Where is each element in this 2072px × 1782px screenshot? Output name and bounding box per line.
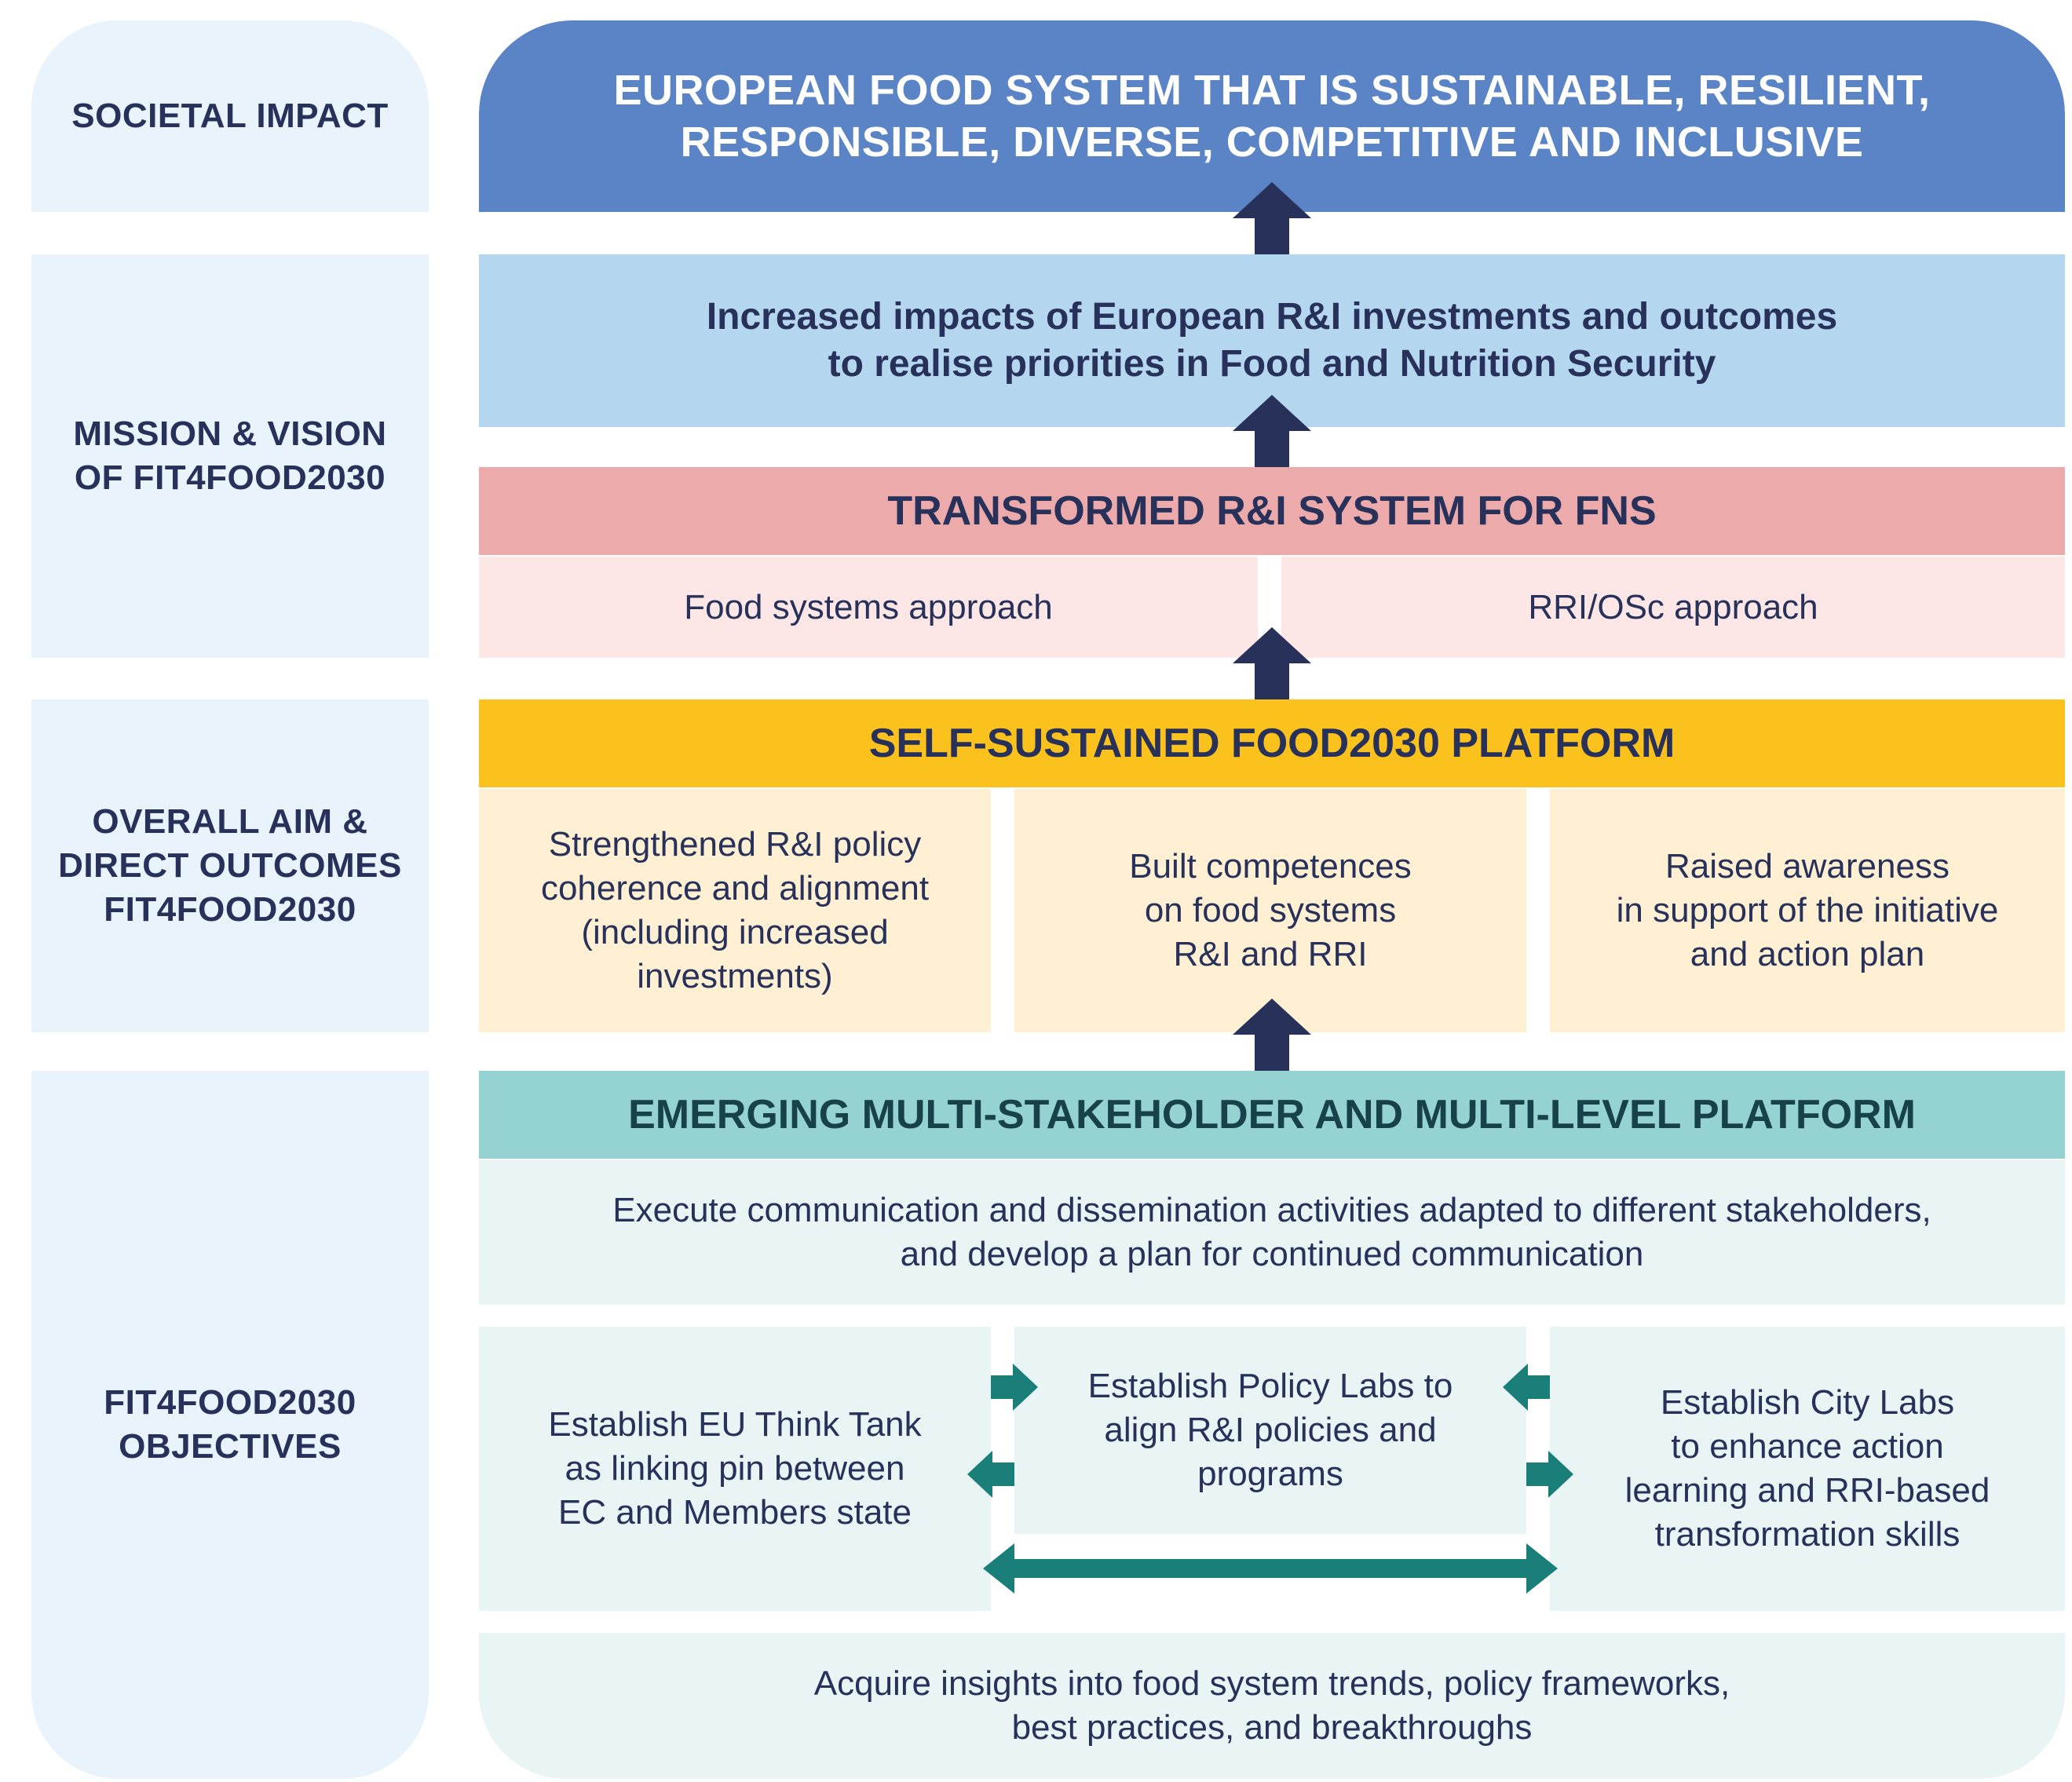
side-label-line: FIT4FOOD2030 [104,1383,356,1422]
outcome-line: R&I and RRI [1173,935,1368,973]
side-label-line: DIRECT OUTCOMES [58,846,402,885]
right-arrow-icon [991,1364,1038,1411]
up-arrow-icon [1233,999,1311,1071]
outcome-line: Built competences [1129,847,1412,886]
acquire-line: best practices, and breakthroughs [1011,1708,1533,1747]
city-labs-line: learning and RRI-based [1624,1471,1990,1510]
outcome-line: and action plan [1690,935,1925,973]
left-arrow-icon [967,1451,1014,1498]
policy-labs-objective-box: Establish Policy Labs to align R&I polic… [1014,1327,1526,1534]
think-tank-line: EC and Members state [558,1493,912,1532]
food-systems-approach-label: Food systems approach [684,587,1053,626]
outcome-policy-coherence: Strengthened R&I policy coherence and al… [479,789,991,1032]
up-arrow-icon [1233,395,1311,467]
outcome-line: on food systems [1144,891,1397,929]
side-label-line: OVERALL AIM & [92,802,368,841]
platform-title: SELF-SUSTAINED FOOD2030 PLATFORM [868,721,1676,766]
outcome-line: Strengthened R&I policy [548,825,922,864]
communication-objective-box: Execute communication and dissemination … [479,1160,2065,1305]
policy-labs-line: Establish Policy Labs to [1087,1367,1453,1405]
policy-labs-line: programs [1197,1455,1343,1493]
mission-box: Increased impacts of European R&I invest… [479,254,2065,427]
side-label-line: OBJECTIVES [119,1427,342,1466]
outcome-line: investments) [637,957,833,995]
impact-line: EUROPEAN FOOD SYSTEM THAT IS SUSTAINABLE… [613,67,1931,114]
up-arrow-icon [1233,627,1311,699]
policy-labs-line: align R&I policies and [1104,1411,1437,1449]
acquire-line: Acquire insights into food system trends… [813,1664,1730,1703]
execute-line: Execute communication and dissemination … [612,1191,1931,1229]
double-arrow-icon [983,1543,1558,1594]
emerging-platform-header: EMERGING MULTI-STAKEHOLDER AND MULTI-LEV… [479,1071,2065,1159]
emerging-title: EMERGING MULTI-STAKEHOLDER AND MULTI-LEV… [628,1092,1916,1137]
outcome-line: in support of the initiative [1616,891,1999,929]
think-tank-line: Establish EU Think Tank [548,1405,922,1444]
left-arrow-icon [1503,1364,1550,1411]
outcome-line: Raised awareness [1665,847,1950,886]
insights-objective-box: Acquire insights into food system trends… [479,1633,2065,1779]
side-label-line: FIT4FOOD2030 [104,890,356,929]
side-label-line: SOCIETAL IMPACT [71,97,389,135]
side-label-line: MISSION & VISION [73,414,387,453]
rri-osc-approach-label: RRI/OSc approach [1528,587,1818,626]
rri-osc-approach-box: RRI/OSc approach [1281,557,2065,658]
city-labs-objective-box: Establish City Labs to enhance action le… [1550,1327,2065,1611]
execute-line: and develop a plan for continued communi… [900,1235,1644,1273]
mission-line: to realise priorities in Food and Nutrit… [828,343,1716,385]
societal-impact-box: EUROPEAN FOOD SYSTEM THAT IS SUSTAINABLE… [479,20,2065,212]
side-label-societal-impact: SOCIETAL IMPACT [31,20,429,212]
side-label-overall-aim: OVERALL AIM & DIRECT OUTCOMES FIT4FOOD20… [31,699,429,1032]
side-label-objectives: FIT4FOOD2030 OBJECTIVES [31,1071,429,1779]
city-labs-line: transformation skills [1654,1515,1961,1554]
city-labs-line: Establish City Labs [1660,1383,1955,1422]
right-arrow-icon [1526,1451,1573,1498]
think-tank-objective-box: Establish EU Think Tank as linking pin b… [479,1327,991,1611]
mission-line: Increased impacts of European R&I invest… [706,296,1838,338]
transformed-title: TRANSFORMED R&I SYSTEM FOR FNS [887,488,1657,534]
self-sustained-platform-header: SELF-SUSTAINED FOOD2030 PLATFORM [479,699,2065,787]
outcome-line: coherence and alignment [540,869,930,907]
side-label-mission-vision: MISSION & VISION OF FIT4FOOD2030 [31,254,429,658]
city-labs-line: to enhance action [1671,1427,1944,1466]
outcome-line: (including increased [581,913,889,951]
side-label-line: OF FIT4FOOD2030 [74,458,386,497]
transformed-system-header: TRANSFORMED R&I SYSTEM FOR FNS [479,467,2065,555]
think-tank-line: as linking pin between [565,1449,905,1488]
up-arrow-icon [1233,182,1311,254]
impact-line: RESPONSIBLE, DIVERSE, COMPETITIVE AND IN… [680,119,1864,166]
food-systems-approach-box: Food systems approach [479,557,1258,658]
outcome-awareness: Raised awareness in support of the initi… [1550,789,2065,1032]
outcome-competences: Built competences on food systems R&I an… [1014,789,1526,1032]
